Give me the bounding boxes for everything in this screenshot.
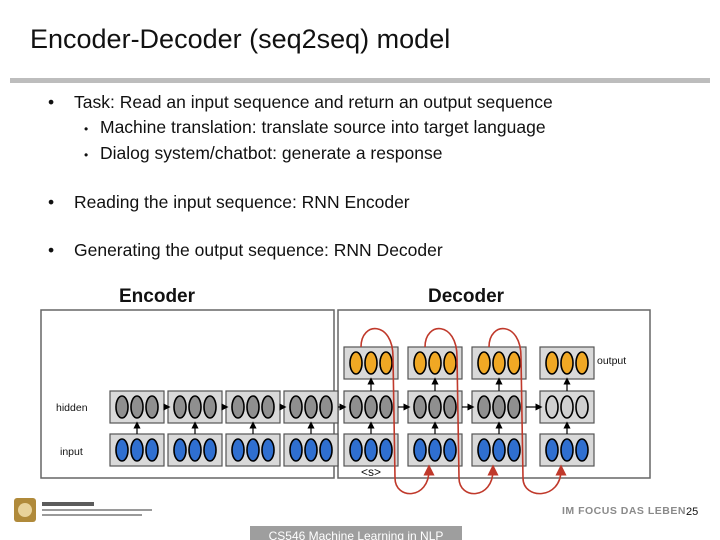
hidden-unit [109,390,165,424]
subbullet-dialog: • Dialog system/chatbot: generate a respo… [66,143,442,164]
input-unit [539,433,595,467]
subbullet-marker: • [84,148,89,162]
input-unit [283,433,339,467]
output-unit [343,346,399,380]
bullet-marker: • [48,240,55,260]
course-footer: CS546 Machine Learning in NLP [250,526,462,540]
input-unit [109,433,165,467]
bullet-text: Generating the output sequence: RNN Deco… [74,240,443,260]
subbullet-text: Dialog system/chatbot: generate a respon… [100,143,443,163]
hidden-unit [225,390,281,424]
subbullet-marker: • [84,122,89,136]
title-divider [10,78,710,83]
subbullet-text: Machine translation: translate source in… [100,117,546,137]
hidden-label: hidden [56,402,88,414]
decoder-label: Decoder [428,286,505,307]
bullet-task: • Task: Read an input sequence and return… [48,92,553,113]
hidden-unit [343,390,399,424]
hidden-unit [471,390,527,424]
slogan-logo: IM FOCUS DAS LEBEN [562,505,686,517]
input-unit [167,433,223,467]
input-unit [407,433,463,467]
bullet-encoder: • Reading the input sequence: RNN Encoder [48,192,410,213]
hidden-unit [283,390,339,424]
output-label: output [597,355,627,367]
feedback-arrow [488,327,567,495]
subbullet-translation: • Machine translation: translate source i… [66,117,546,138]
bullet-text: Task: Read an input sequence and return … [74,92,553,112]
feedback-arrow [424,327,499,495]
page-number: 25 [686,506,699,518]
seq2seq-diagram [40,309,651,495]
input-unit [471,433,527,467]
hidden-unit [407,390,463,424]
start-token: <s> [361,465,382,479]
input-label: input [60,446,83,458]
bullet-marker: • [48,192,55,212]
slide-title: Encoder-Decoder (seq2seq) model [30,24,451,54]
hidden-unit [167,390,223,424]
hidden-unit [539,390,595,424]
bullet-decoder: • Generating the output sequence: RNN Dec… [48,240,443,261]
bullet-text: Reading the input sequence: RNN Encoder [74,192,410,212]
input-unit [343,433,399,467]
encoder-label: Encoder [119,286,196,307]
output-unit [407,346,463,380]
university-logo [14,498,152,522]
output-unit [539,346,595,380]
output-unit [471,346,527,380]
bullet-marker: • [48,92,55,112]
input-unit [225,433,281,467]
feedback-arrow [360,327,435,495]
